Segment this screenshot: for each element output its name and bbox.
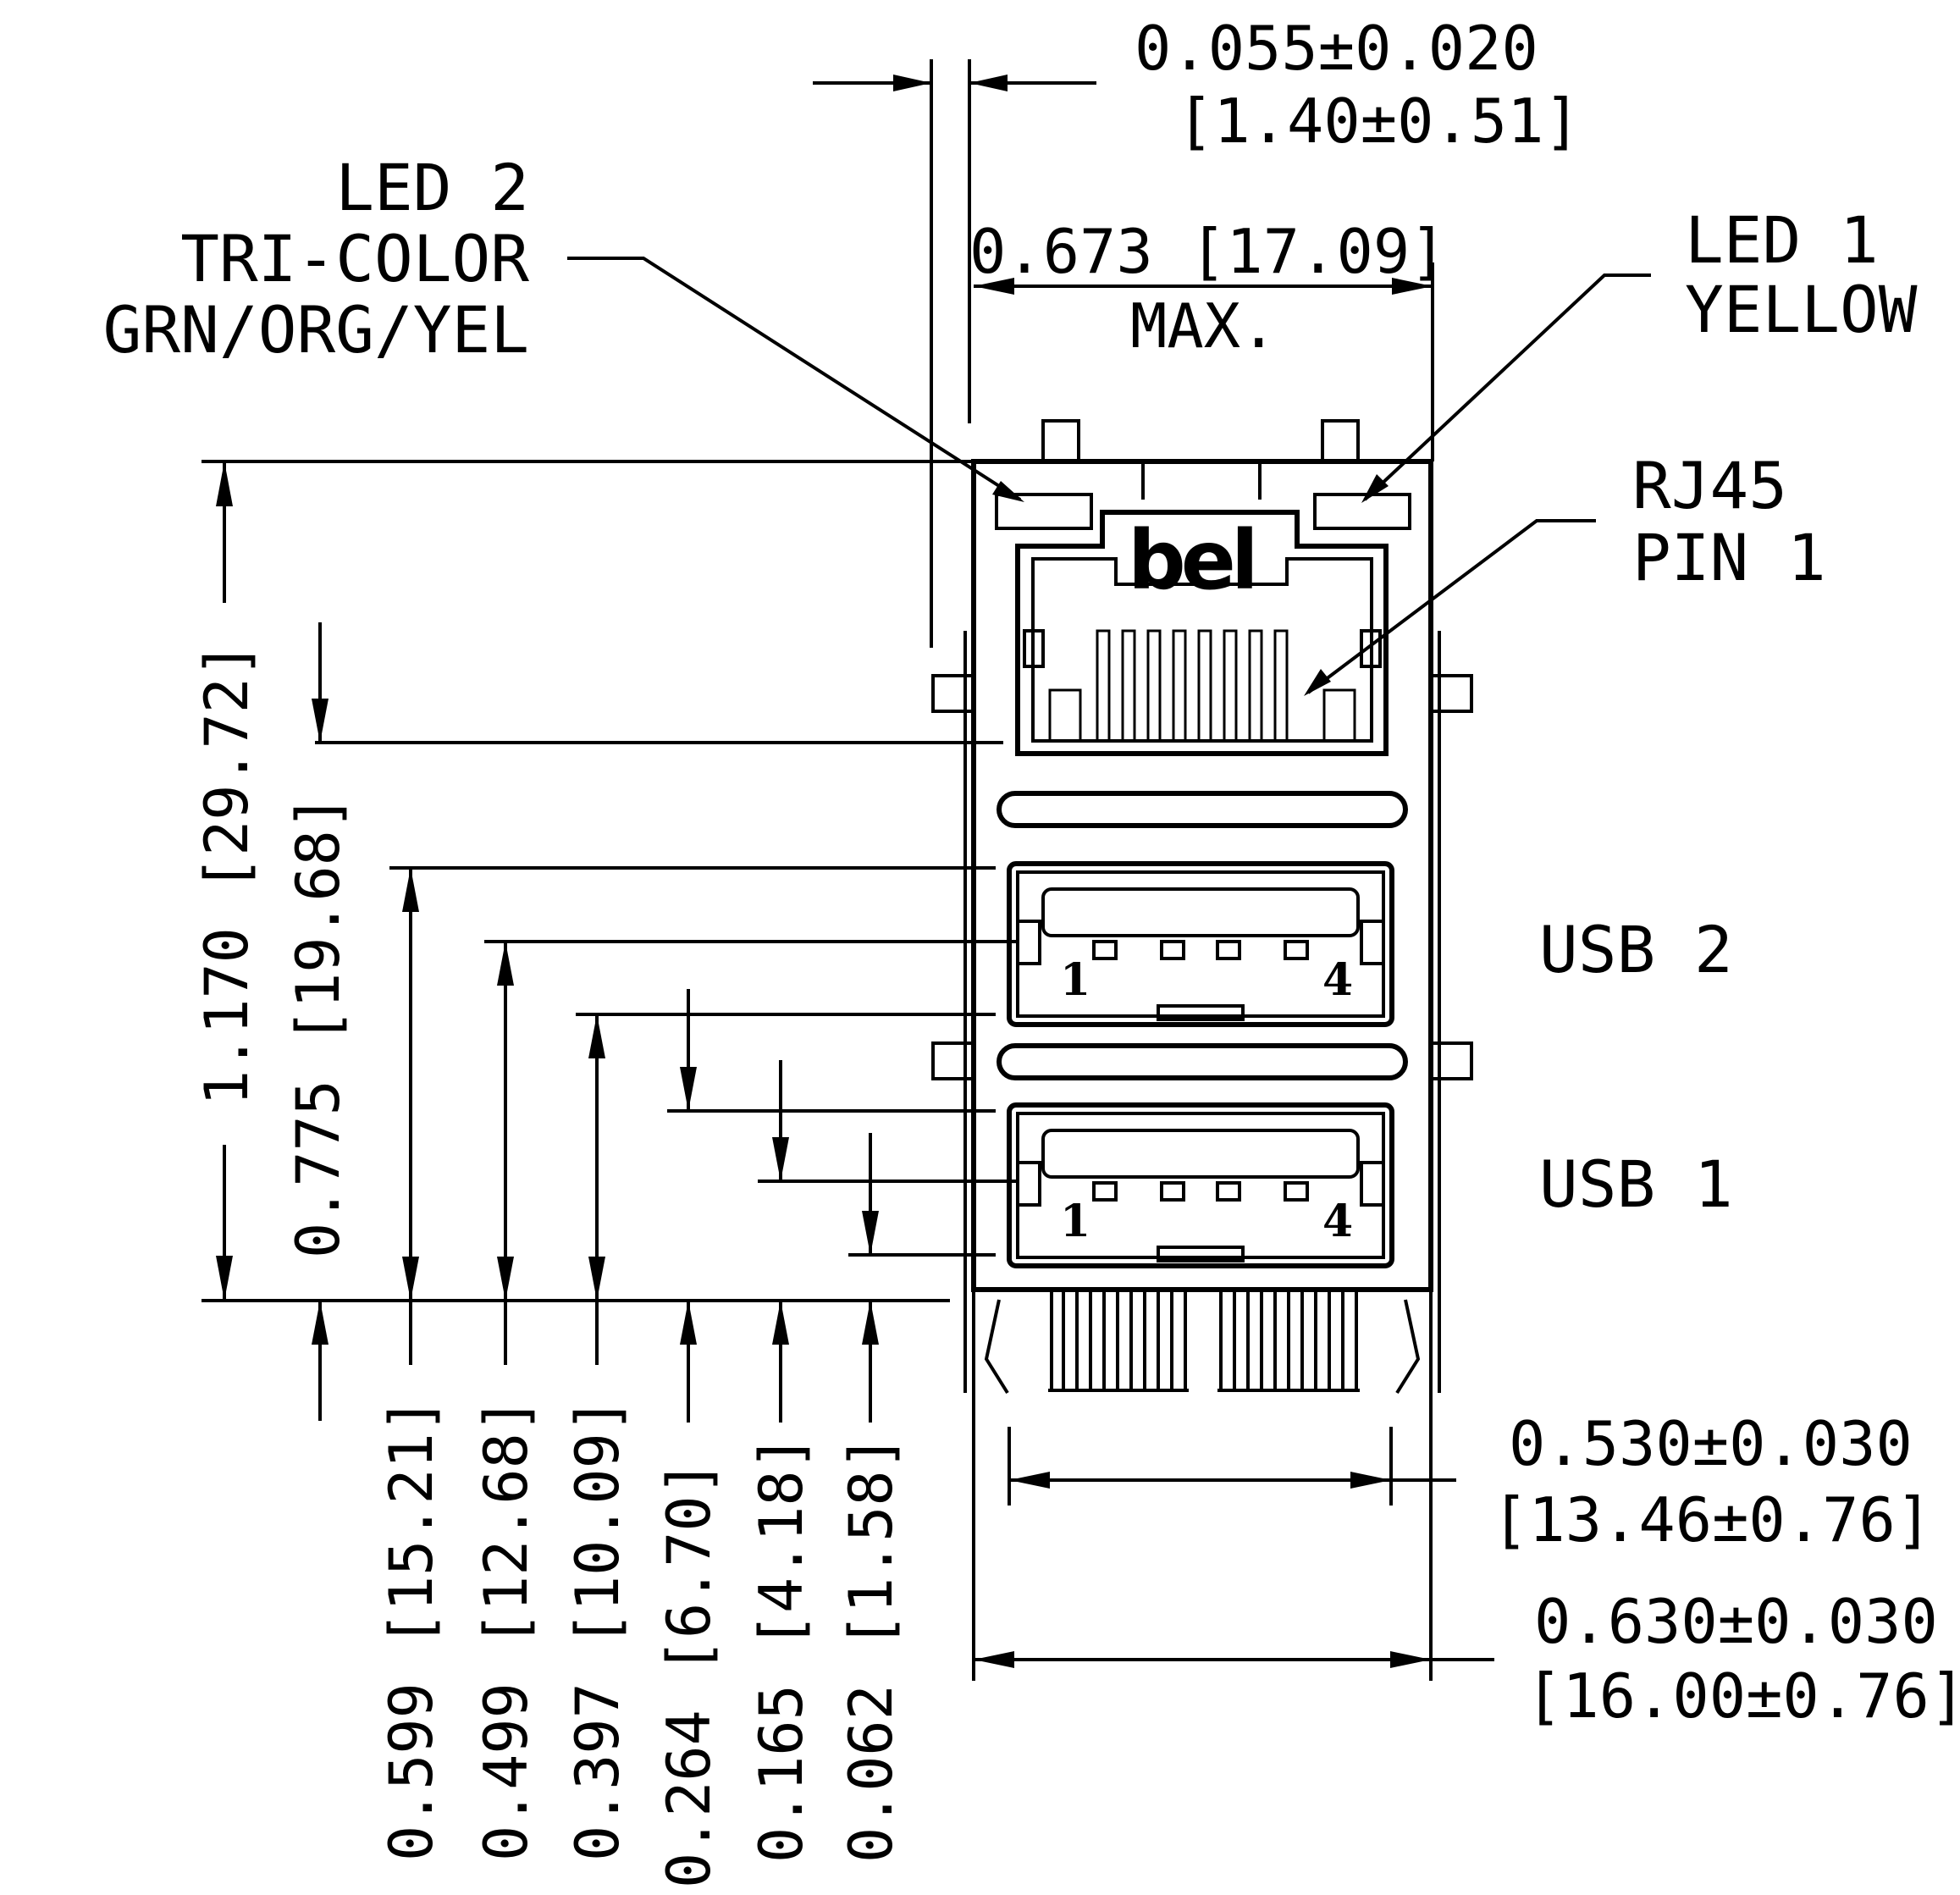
divider-slot-upper bbox=[997, 791, 1408, 828]
dimension-top-width: 0.673 [17.09] MAX. bbox=[969, 216, 1447, 461]
dim-0397: 0.397 [10.09] bbox=[563, 1397, 632, 1861]
connector-body bbox=[931, 419, 1473, 1393]
usb2-port: 1 4 bbox=[1007, 861, 1394, 1027]
svg-text:[1.40±0.51]: [1.40±0.51] bbox=[1177, 86, 1581, 157]
usb2-label: USB 2 bbox=[1539, 912, 1733, 987]
dimension-height-rj45: 0.775 [19.68] bbox=[284, 622, 1003, 1421]
usb2-pin1-label: 1 bbox=[1060, 954, 1090, 1006]
svg-text:1.170 [29.72]: 1.170 [29.72] bbox=[192, 642, 262, 1106]
svg-text:0.055±0.020: 0.055±0.020 bbox=[1135, 13, 1538, 84]
usb1-label: USB 1 bbox=[1539, 1146, 1733, 1222]
bel-logo: bel bbox=[1128, 513, 1254, 608]
rj45-contacts bbox=[1048, 629, 1356, 743]
dimension-led-gap: 0.055±0.020 [1.40±0.51] bbox=[813, 13, 1581, 648]
svg-text:MAX.: MAX. bbox=[1130, 290, 1277, 362]
dim-0599: 0.599 [15.21] bbox=[377, 1397, 446, 1861]
led2-callout: LED 2 TRI-COLOR GRN/ORG/YEL bbox=[103, 150, 1024, 502]
led2-window bbox=[995, 493, 1093, 530]
dim-0062: 0.062 [1.58] bbox=[836, 1434, 906, 1863]
dim-0165: 0.165 [4.18] bbox=[747, 1434, 816, 1863]
dimension-height-total: 1.170 [29.72] bbox=[192, 460, 974, 1302]
svg-text:0.673 [17.09]: 0.673 [17.09] bbox=[969, 216, 1447, 287]
usb1-pin1-label: 1 bbox=[1060, 1196, 1090, 1247]
rj45-port: bel bbox=[1015, 510, 1389, 756]
led1-window bbox=[1313, 493, 1411, 530]
usb2-pin4-label: 4 bbox=[1322, 954, 1353, 1006]
dimension-outer-width: 0.630±0.030 [16.00±0.76] bbox=[972, 1397, 1960, 1732]
dim-0499: 0.499 [12.68] bbox=[472, 1397, 541, 1861]
dimension-inner-width: 0.530±0.030 [13.46±0.76] bbox=[1008, 1408, 1932, 1555]
svg-text:0.530±0.030: 0.530±0.030 bbox=[1509, 1408, 1913, 1479]
usb1-pin4-label: 4 bbox=[1322, 1196, 1353, 1247]
svg-text:LED 2: LED 2 bbox=[335, 150, 529, 225]
svg-text:YELLOW: YELLOW bbox=[1685, 272, 1918, 347]
rj45-pin1-callout: RJ45 PIN 1 bbox=[1304, 448, 1826, 696]
svg-text:0.630±0.030: 0.630±0.030 bbox=[1534, 1586, 1938, 1657]
svg-text:TRI-COLOR: TRI-COLOR bbox=[180, 221, 529, 296]
usb1-port: 1 4 bbox=[1007, 1102, 1394, 1268]
svg-text:LED 1: LED 1 bbox=[1685, 202, 1879, 278]
svg-text:GRN/ORG/YEL: GRN/ORG/YEL bbox=[103, 292, 529, 367]
svg-text:0.775 [19.68]: 0.775 [19.68] bbox=[284, 794, 353, 1258]
divider-slot-lower bbox=[997, 1043, 1408, 1080]
svg-text:PIN 1: PIN 1 bbox=[1632, 520, 1826, 595]
vertical-dimensions: 0.599 [15.21] 0.499 [12.68] 0.397 [10.09… bbox=[377, 866, 1018, 1888]
solder-leads bbox=[972, 1290, 1433, 1397]
svg-text:[16.00±0.76]: [16.00±0.76] bbox=[1526, 1660, 1960, 1732]
svg-text:RJ45: RJ45 bbox=[1632, 448, 1787, 523]
led1-callout: LED 1 YELLOW bbox=[1361, 202, 1918, 503]
dim-0264: 0.264 [6.70] bbox=[654, 1460, 724, 1888]
svg-text:[13.46±0.76]: [13.46±0.76] bbox=[1492, 1484, 1932, 1555]
